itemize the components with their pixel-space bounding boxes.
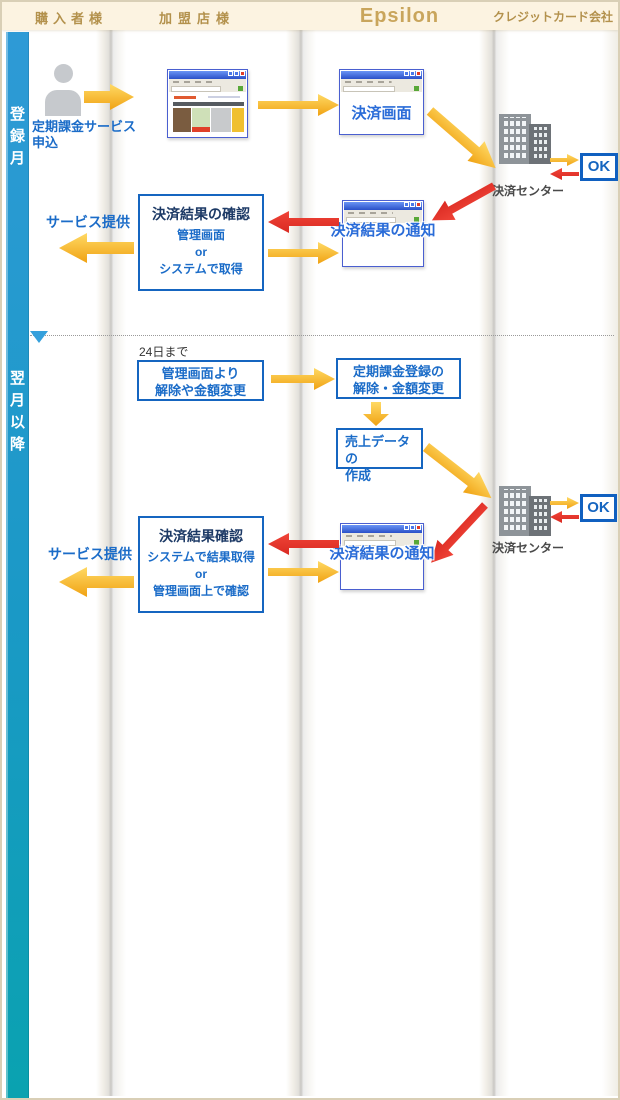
payment-screen-label: 決済画面: [351, 105, 412, 122]
arrow-confirm-to-notify: [268, 561, 339, 583]
arrow-service-left: [59, 567, 134, 597]
arrow-change-to-update: [271, 368, 335, 390]
signup-line1: 定期課金サービス: [32, 119, 137, 134]
arrow-center-to-notify: [431, 182, 496, 221]
close-icon: [416, 525, 421, 530]
section-divider: [30, 335, 614, 336]
browser-window-shop: [167, 69, 248, 138]
confirm-title: 決済結果の確認: [152, 206, 250, 222]
arrow-payment-to-center: [426, 107, 496, 169]
payment-center-label: 決済センター: [491, 541, 564, 555]
close-icon: [416, 71, 421, 76]
update-line2: 解除・金額変更: [352, 381, 444, 396]
ok-badge: OK: [580, 153, 618, 181]
person-icon: [45, 90, 81, 116]
triangle-down-icon: [30, 331, 48, 343]
signup-line2: 申込: [32, 135, 59, 150]
shop-page-content: [170, 93, 245, 135]
confirm-line2: or: [195, 567, 207, 581]
window-addressbar: [344, 216, 422, 223]
person-icon: [54, 64, 73, 83]
header-credit-company: クレジットカード会社: [492, 10, 613, 24]
minimize-icon: [404, 525, 409, 530]
building-icon: [529, 124, 551, 164]
maximize-icon: [410, 202, 415, 207]
confirm-result-box: 決済結果確認 システムで結果取得 or 管理画面上で確認: [138, 516, 264, 613]
confirm-line2: or: [195, 245, 207, 259]
arrow-auth-request: [550, 154, 579, 166]
arrow-confirm-to-notify: [268, 242, 339, 264]
close-icon: [240, 71, 245, 76]
minimize-icon: [404, 202, 409, 207]
confirm-line1: システムで結果取得: [147, 550, 255, 564]
building-icon: [529, 496, 551, 536]
minimize-icon: [404, 71, 409, 76]
header-bar: 購入者様 加盟店様 Epsilon クレジットカード会社: [2, 2, 618, 30]
confirm-title: 決済結果確認: [159, 528, 243, 544]
arrow-down: [363, 402, 389, 426]
update-registration-box: 定期課金登録の 解除・金額変更: [336, 358, 461, 399]
header-purchaser: 購入者様: [34, 11, 107, 26]
maximize-icon: [234, 71, 239, 76]
confirm-line1: 管理画面: [176, 228, 225, 242]
arrow-auth-response: [550, 511, 579, 523]
arrow-sales-to-center: [422, 443, 492, 499]
browser-window-notify: 決済結果の通知: [329, 523, 435, 590]
confirm-line3: 管理画面上で確認: [152, 584, 249, 598]
arrow-service-left: [59, 233, 134, 263]
notify-label: 決済結果の通知: [330, 222, 436, 239]
browser-window-notify: 決済結果の通知: [330, 200, 436, 267]
window-addressbar: [342, 539, 422, 546]
column-separator: [96, 30, 126, 1096]
window-titlebar: [341, 71, 422, 79]
epsilon-logo: Epsilon: [359, 5, 440, 27]
update-line1: 定期課金登録の: [352, 364, 444, 379]
change-request-box: 管理画面より 解除や金額変更: [137, 360, 264, 401]
window-titlebar: [169, 71, 246, 79]
confirm-result-box: 決済結果の確認 管理画面 or システムで取得: [138, 194, 264, 291]
column-separator: [602, 30, 618, 1096]
timeline-label-following-months: 翌月以降: [8, 370, 25, 458]
arrow-auth-request: [550, 497, 579, 509]
maximize-icon: [410, 71, 415, 76]
window-addressbar: [341, 85, 422, 92]
minimize-icon: [228, 71, 233, 76]
building-icon: [499, 486, 531, 536]
browser-window-payment: 決済画面: [339, 69, 424, 135]
column-separator: [286, 30, 316, 1096]
timeline-bar: [6, 32, 29, 1098]
confirm-line3: システムで取得: [159, 262, 243, 276]
arrow-auth-response: [550, 168, 579, 180]
timeline-label-registration-month: 登録月: [8, 106, 25, 172]
service-label: サービス提供: [48, 546, 132, 562]
sales-line1: 売上データの: [345, 434, 411, 466]
sales-line2: 作成: [345, 468, 372, 483]
building-icon: [499, 114, 531, 164]
window-titlebar: [342, 525, 422, 533]
window-titlebar: [344, 202, 422, 210]
notify-label: 決済結果の通知: [329, 545, 435, 562]
change-line1: 管理画面より: [161, 366, 240, 381]
sales-data-box: 売上データの 作成: [336, 428, 423, 483]
maximize-icon: [410, 525, 415, 530]
ok-badge: OK: [580, 494, 617, 522]
arrow-signup-right: [84, 84, 134, 110]
arrow-notify-to-confirm: [268, 211, 339, 233]
service-label: サービス提供: [46, 214, 130, 230]
change-line2: 解除や金額変更: [154, 383, 246, 398]
column-separator: [479, 30, 509, 1096]
signup-label: 定期課金サービス 申込: [32, 119, 144, 151]
arrow-notify-to-confirm: [268, 533, 339, 555]
arrow-center-to-notify: [431, 502, 488, 563]
deadline-label: 24日まで: [139, 345, 189, 359]
arrow-to-payment-screen: [258, 94, 339, 116]
payment-center-label: 決済センター: [491, 184, 564, 198]
window-addressbar: [169, 85, 246, 92]
header-merchant: 加盟店様: [158, 11, 235, 26]
close-icon: [416, 202, 421, 207]
